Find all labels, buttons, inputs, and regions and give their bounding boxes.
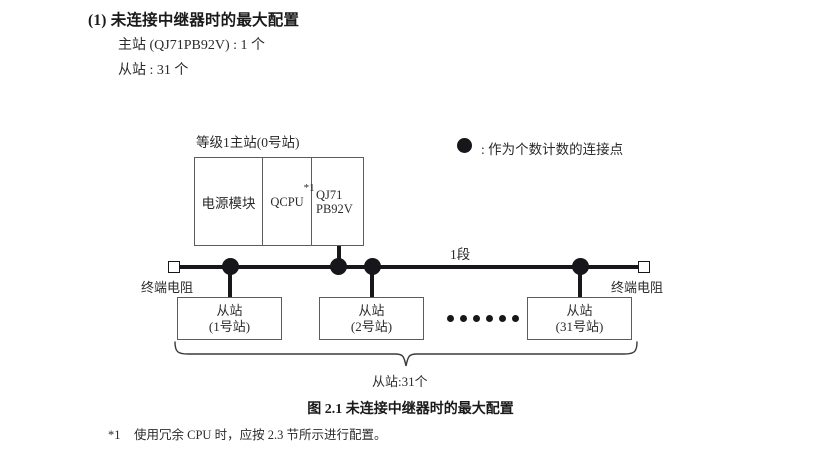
slave-group-caption: 从站:31个 <box>372 374 428 389</box>
terminal-resistor-right-label: 终端电阻 <box>611 280 664 295</box>
slave-drop-line-2 <box>370 266 374 298</box>
slave-station-box-1: 从站 (1号站) <box>177 297 282 340</box>
slave-drop-line-31 <box>578 266 582 298</box>
master-station-label: 等级1主站(0号站) <box>196 135 300 150</box>
ellipsis-dot <box>447 315 454 322</box>
qcpu-footnote-marker: *1 <box>303 181 315 194</box>
qcpu-label-wrap: QCPU *1 <box>270 182 314 211</box>
slave-1-label-line2: (1号站) <box>208 318 251 334</box>
spec-line-slave: 从站 : 31 个 <box>118 63 189 78</box>
terminal-resistor-left-icon <box>168 261 180 273</box>
terminal-resistor-left-label: 终端电阻 <box>141 280 194 295</box>
qcpu-cell: QCPU *1 <box>263 158 315 245</box>
power-module-cell: 电源模块 <box>195 158 263 245</box>
segment-label: 1段 <box>450 247 471 262</box>
figure-caption: 图 2.1 未连接中继器时的最大配置 <box>307 402 514 417</box>
legend-label: : 作为个数计数的连接点 <box>481 142 624 157</box>
legend-dot-icon <box>457 138 472 153</box>
pb92v-label-line2: PB92V <box>316 201 353 216</box>
slave-31-label-line1: 从站 <box>566 303 593 319</box>
ellipsis-dot <box>512 315 519 322</box>
slave-31-label-line2: (31号站) <box>555 318 604 334</box>
slave-group-brace <box>174 341 638 367</box>
pb92v-label-line1: QJ71 <box>316 187 343 202</box>
fieldbus-trunk-line <box>176 265 644 269</box>
terminal-resistor-right-icon <box>638 261 650 273</box>
spec-line-master: 主站 (QJ71PB92V) : 1 个 <box>118 38 266 53</box>
page-title: (1) 未连接中继器时的最大配置 <box>88 12 300 29</box>
power-module-label: 电源模块 <box>201 195 256 211</box>
slave-1-label-line1: 从站 <box>216 303 243 319</box>
slave-2-label-line1: 从站 <box>358 303 385 319</box>
ellipsis-dot <box>460 315 467 322</box>
ellipsis-dot <box>473 315 480 322</box>
footnote-marker: *1 <box>108 428 121 442</box>
footnote-text: 使用冗余 CPU 时，应按 2.3 节所示进行配置。 <box>134 428 387 442</box>
ellipsis-dot <box>499 315 506 322</box>
slave-station-box-2: 从站 (2号站) <box>319 297 424 340</box>
ellipsis-dot <box>486 315 493 322</box>
footnote: *1 使用冗余 CPU 时，应按 2.3 节所示进行配置。 <box>108 424 386 443</box>
slave-station-box-31: 从站 (31号站) <box>527 297 632 340</box>
slave-2-label-line2: (2号站) <box>350 318 393 334</box>
qcpu-label: QCPU <box>270 194 304 209</box>
connection-node-dot <box>330 258 347 275</box>
ellipsis-dots <box>447 315 519 322</box>
slave-drop-line-1 <box>228 266 232 298</box>
